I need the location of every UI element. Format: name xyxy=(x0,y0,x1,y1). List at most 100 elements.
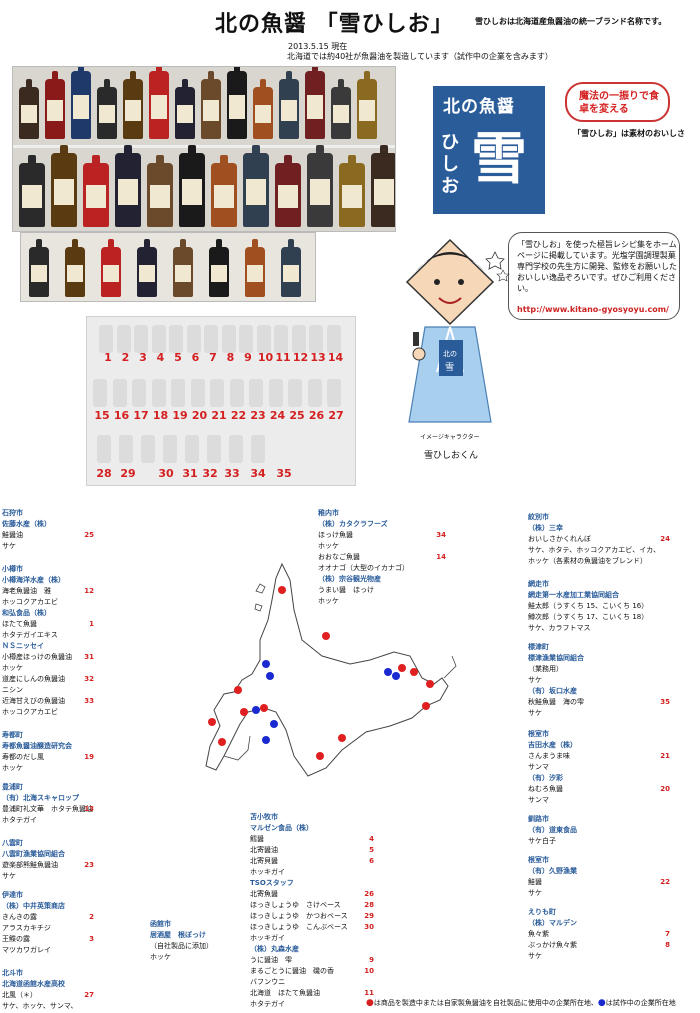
entry-text: サンマ xyxy=(528,796,549,804)
product-photo-small xyxy=(20,232,316,302)
bottle-silhouette xyxy=(239,325,253,353)
product-number: 31 xyxy=(84,653,94,661)
map-dot-red xyxy=(234,686,242,694)
region-block: 網走市網走第一水産加工業協同組合鮭太郎（うすくち 15、こいくち 16）鱒次郎（… xyxy=(528,579,670,634)
bottle-image xyxy=(275,155,301,227)
bottle-number: 27 xyxy=(328,409,344,422)
entry-text: サケ xyxy=(528,952,542,960)
entry-text: ほっきしょうゆ こんぶベース xyxy=(250,923,348,931)
bottle-image xyxy=(331,79,351,139)
entry-text: 寿都のだし風 xyxy=(2,753,44,761)
entry-text: ニシン xyxy=(2,686,23,694)
company-name: （株）中井英策商店 xyxy=(2,901,94,912)
product-number: 7 xyxy=(665,930,670,938)
bottle-silhouette xyxy=(221,325,236,353)
bottle-image xyxy=(201,71,221,139)
product-number: 20 xyxy=(660,785,670,793)
product-photo xyxy=(12,66,396,232)
entry-text: 北海道 ほたて魚醤油 xyxy=(250,989,320,997)
bottle-image xyxy=(281,239,301,297)
bottle-number: 11 xyxy=(275,351,291,364)
bottle-silhouette xyxy=(251,435,265,463)
entry-text: ほっきしょうゆ かつおベース xyxy=(250,912,348,920)
product-line: サケ xyxy=(2,541,94,552)
entry-text: 標津漁業協同組合 xyxy=(528,654,584,662)
bottle-number: 18 xyxy=(152,409,169,422)
product-line: ホッケ（各素材の魚醤油をブレンド） xyxy=(528,556,670,567)
bottle-silhouette xyxy=(171,379,185,407)
bottle-image xyxy=(101,239,121,297)
product-line: （自社製品に添加） xyxy=(150,941,240,952)
status-line: 2013.5.15 現在 北海道では約40社が魚醤油を製造しています（試作中の企… xyxy=(287,42,553,62)
bottle-silhouette xyxy=(99,325,113,353)
entry-text: （株）中井英策商店 xyxy=(2,902,65,910)
bottle-silhouette xyxy=(291,325,306,353)
product-line: サケ xyxy=(528,888,670,899)
entry-text: 佐藤水産（株） xyxy=(2,520,51,528)
entry-text: 北寄醤油 xyxy=(250,846,278,854)
entry-text: （自社製品に添加） xyxy=(150,942,213,950)
entry-text: ほっきしょうゆ さけベース xyxy=(250,901,341,909)
region-name: 釧路市 xyxy=(528,815,549,823)
entry-text: （株）丸森水産 xyxy=(250,945,299,953)
bottle-silhouette xyxy=(134,325,148,353)
yukihishio-logo: 北の魚醤 ひしお 雪 xyxy=(433,86,545,214)
bottle-silhouette xyxy=(327,379,341,407)
entry-text: ほっけ魚醤 xyxy=(318,531,353,539)
entry-text: ホッコクアカエビ xyxy=(2,598,58,606)
bottle-image xyxy=(253,79,273,139)
region-block: 函館市居酒屋 根ぼっけ（自社製品に添加）ホッケ xyxy=(150,919,240,963)
bottle-image xyxy=(175,79,195,139)
entry-text: きんきの露 xyxy=(2,913,37,921)
product-line: ホッケ xyxy=(318,596,446,607)
bottle-silhouette xyxy=(249,379,263,407)
company-name: ＮＳニッセイ xyxy=(2,641,94,652)
bottle-number: 20 xyxy=(191,409,208,422)
product-line: サンマ xyxy=(528,762,670,773)
date-text: 2013.5.15 現在 xyxy=(288,42,348,51)
bottle-number: 10 xyxy=(257,351,274,364)
product-number: 23 xyxy=(84,861,94,869)
bottle-image xyxy=(51,145,77,227)
company-name: （有）坂口水産 xyxy=(528,686,670,697)
product-line: サケ、ホッケ、サンマ、 xyxy=(2,1001,94,1012)
product-line: サケ白子 xyxy=(528,836,670,847)
bottle-image xyxy=(243,145,269,227)
product-line: サケ xyxy=(528,708,670,719)
entry-text: （有）坂口水産 xyxy=(528,687,577,695)
region-name: 根室市 xyxy=(528,856,549,864)
bottle-silhouette xyxy=(112,379,127,407)
entry-text: （株）マルデン xyxy=(528,919,577,927)
entry-text: ホタテガイ xyxy=(250,1000,285,1008)
company-name: TSOスタッフ xyxy=(250,878,374,889)
map-dot-red xyxy=(338,734,346,742)
bottle-number: 13 xyxy=(310,351,326,364)
recipe-info-bubble: 「雪ひしお」を使った極旨レシピ集をホームページに掲載しています。光塩学園調理製菓… xyxy=(508,232,680,320)
map-dot-red xyxy=(240,708,248,716)
bottle-number: 4 xyxy=(156,351,165,364)
bottle-silhouette xyxy=(93,379,107,407)
website-link[interactable]: http://www.kitano-gyosyoyu.com/ xyxy=(517,305,669,314)
product-number: 29 xyxy=(364,912,374,920)
bottle-number: 17 xyxy=(133,409,149,422)
entry-text: サケ xyxy=(528,709,542,717)
character-caption: イメージキャラクター xyxy=(420,434,480,441)
slogan-bubble: 魔法の一振りで食卓を変える xyxy=(565,82,670,122)
product-line: ホタテガイエキス xyxy=(2,630,94,641)
entry-text: ホタテガイ xyxy=(2,816,37,824)
legend-blue-dot: ● xyxy=(597,998,606,1008)
bottle-silhouette xyxy=(151,325,166,353)
entry-text: 北寄貝醤 xyxy=(250,857,278,865)
bottle-image xyxy=(279,71,299,139)
product-number: 3 xyxy=(89,935,94,943)
